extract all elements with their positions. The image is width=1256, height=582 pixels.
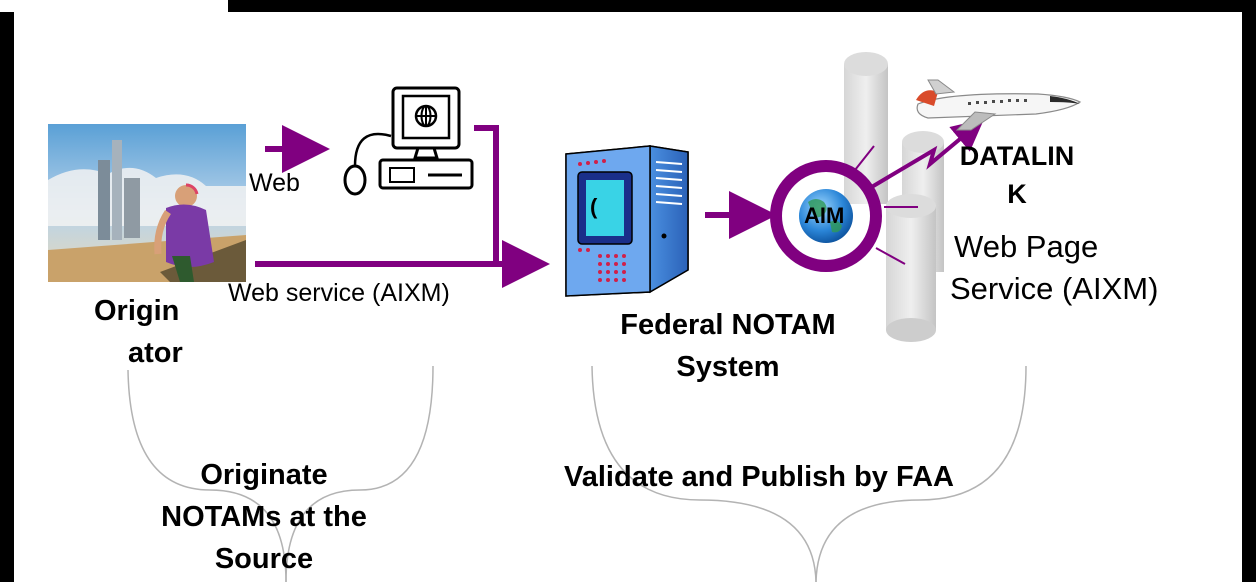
- originator-illustration: [48, 124, 246, 282]
- originate-label-line3: Source: [214, 543, 314, 575]
- frame-corner: [0, 0, 228, 12]
- aim-globe-icon: [770, 118, 985, 272]
- brace-originate-right: [285, 365, 434, 582]
- server-icon: (: [565, 145, 689, 297]
- datalink-label-line2: K: [1007, 179, 1027, 209]
- web-page-label: Web Page: [954, 229, 1099, 264]
- aim-label: AIM: [804, 203, 845, 228]
- fns-label-line1: Federal NOTAM: [620, 309, 836, 341]
- fns-label-line2: System: [676, 351, 780, 383]
- flow-arrows: [255, 125, 777, 288]
- diagram-slide: (: [14, 12, 1242, 582]
- brace-shapes: [127, 365, 1027, 582]
- svg-text:(: (: [590, 194, 598, 219]
- airplane-icon: [916, 79, 1082, 131]
- datalink-label-line1: DATALIN: [959, 141, 1075, 171]
- service-aixm-label: Service (AIXM): [950, 271, 1159, 306]
- brace-validate-left: [591, 365, 817, 582]
- web-label: Web: [249, 169, 300, 197]
- brace-validate-right: [815, 365, 1027, 582]
- computer-connector: [474, 125, 520, 267]
- originate-label-line2: NOTAMs at the: [161, 501, 367, 533]
- computer-icon: [343, 86, 474, 196]
- originator-label-line2: ator: [128, 337, 183, 369]
- brace-originate-left: [127, 369, 287, 582]
- originate-label-line1: Originate: [200, 459, 328, 491]
- validate-publish-label: Validate and Publish by FAA: [564, 461, 954, 493]
- web-service-label: Web service (AIXM): [228, 279, 450, 307]
- originator-label-line1: Origin: [94, 295, 180, 327]
- diagram-canvas: (: [48, 52, 1082, 582]
